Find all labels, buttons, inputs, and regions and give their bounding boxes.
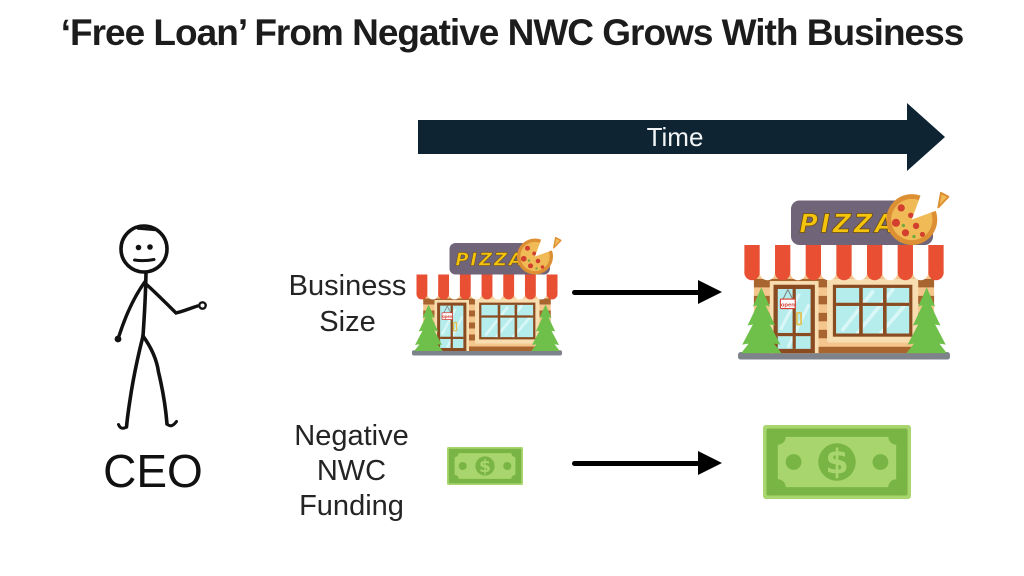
time-arrow: Time <box>418 120 907 154</box>
growth-arrow-funding <box>572 451 722 475</box>
ceo-label: CEO <box>103 445 203 497</box>
growth-arrow-business-head-icon <box>698 280 722 304</box>
growth-arrow-funding-line <box>572 460 700 466</box>
funding-line1: Negative <box>294 420 409 452</box>
growth-arrow-funding-head-icon <box>698 451 722 475</box>
page-title: ‘Free Loan’ From Negative NWC Grows With… <box>60 12 965 53</box>
negative-nwc-funding-label: Negative NWC Funding <box>274 419 429 524</box>
growth-arrow-business-line <box>572 289 700 295</box>
time-arrow-head-icon <box>907 103 945 171</box>
pizza-shop-small-icon <box>412 237 562 365</box>
growth-arrow-business <box>572 280 722 304</box>
pizza-shop-large-icon <box>738 192 950 372</box>
money-bill-large-icon <box>763 425 911 499</box>
money-bill-small-icon <box>447 447 523 485</box>
business-size-line1: Business <box>288 270 407 302</box>
business-size-line2: Size <box>319 306 376 338</box>
funding-line2: NWC <box>316 455 387 487</box>
funding-line3: Funding <box>299 490 404 522</box>
ceo-stick-figure-icon <box>114 224 207 430</box>
time-arrow-label: Time <box>646 121 704 152</box>
business-size-label: Business Size <box>270 268 425 340</box>
